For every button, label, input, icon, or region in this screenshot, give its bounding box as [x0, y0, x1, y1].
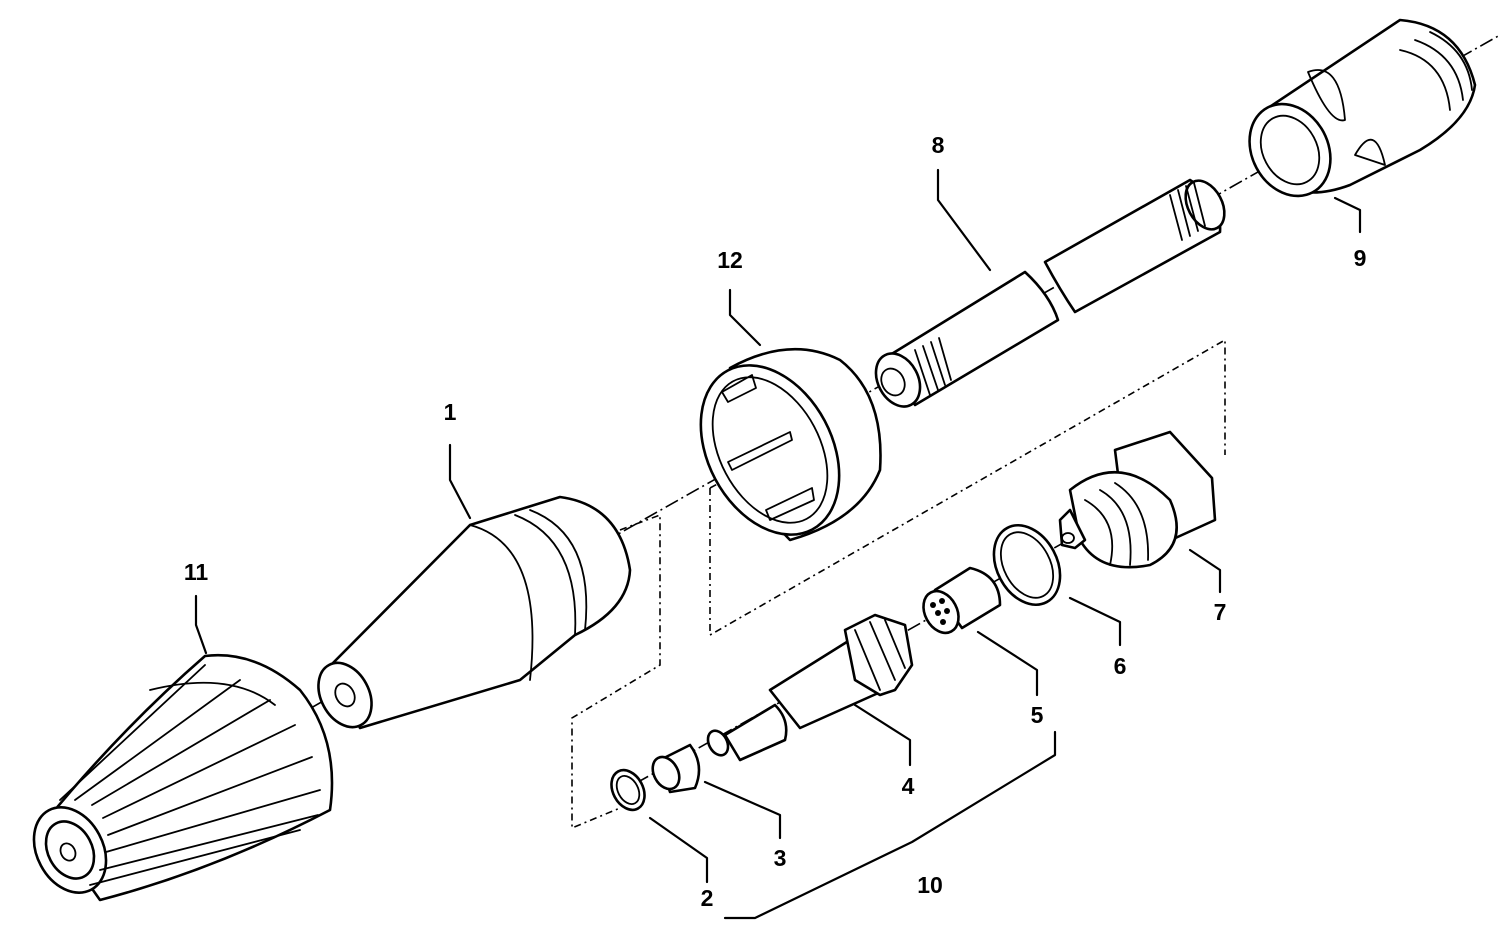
leader-5 — [976, 630, 1039, 697]
leader-3 — [703, 780, 782, 840]
callout-labels: 1 2 3 4 5 6 7 8 9 10 11 12 — [184, 132, 1367, 911]
callout-10: 10 — [917, 872, 943, 898]
part-1-nozzle-housing — [317, 495, 632, 730]
callout-1: 1 — [444, 399, 457, 425]
callout-12: 12 — [717, 247, 743, 273]
callout-2: 2 — [701, 885, 714, 911]
leader-7 — [1188, 548, 1222, 594]
part-4-rotor — [706, 613, 914, 762]
callout-7: 7 — [1214, 599, 1227, 625]
part-2-small-o-ring — [610, 768, 646, 812]
part-9-coupling-nut — [1248, 18, 1477, 198]
part-11-nozzle-cover — [32, 653, 334, 902]
part-3-bearing-cup — [651, 743, 701, 794]
leader-12 — [728, 288, 762, 347]
leader-4 — [853, 703, 912, 767]
leader-1 — [448, 443, 472, 520]
leader-8 — [936, 168, 992, 272]
leader-lines — [194, 168, 1362, 920]
part-8-wand-tube — [874, 178, 1226, 408]
callout-5: 5 — [1031, 702, 1044, 728]
leader-9 — [1333, 196, 1362, 234]
callout-9: 9 — [1354, 245, 1367, 271]
callout-8: 8 — [932, 132, 945, 158]
callout-6: 6 — [1114, 653, 1127, 679]
bracket-10 — [723, 730, 1057, 920]
callout-4: 4 — [902, 773, 915, 799]
leader-6 — [1068, 596, 1122, 647]
part-12-collar — [699, 347, 882, 542]
leader-11 — [194, 594, 208, 655]
leader-2 — [648, 816, 709, 884]
callout-3: 3 — [774, 845, 787, 871]
part-6-o-ring — [992, 524, 1062, 606]
callout-11: 11 — [184, 559, 209, 585]
part-5-filter — [922, 566, 1002, 635]
part-7-hex-nozzle — [1058, 430, 1217, 569]
